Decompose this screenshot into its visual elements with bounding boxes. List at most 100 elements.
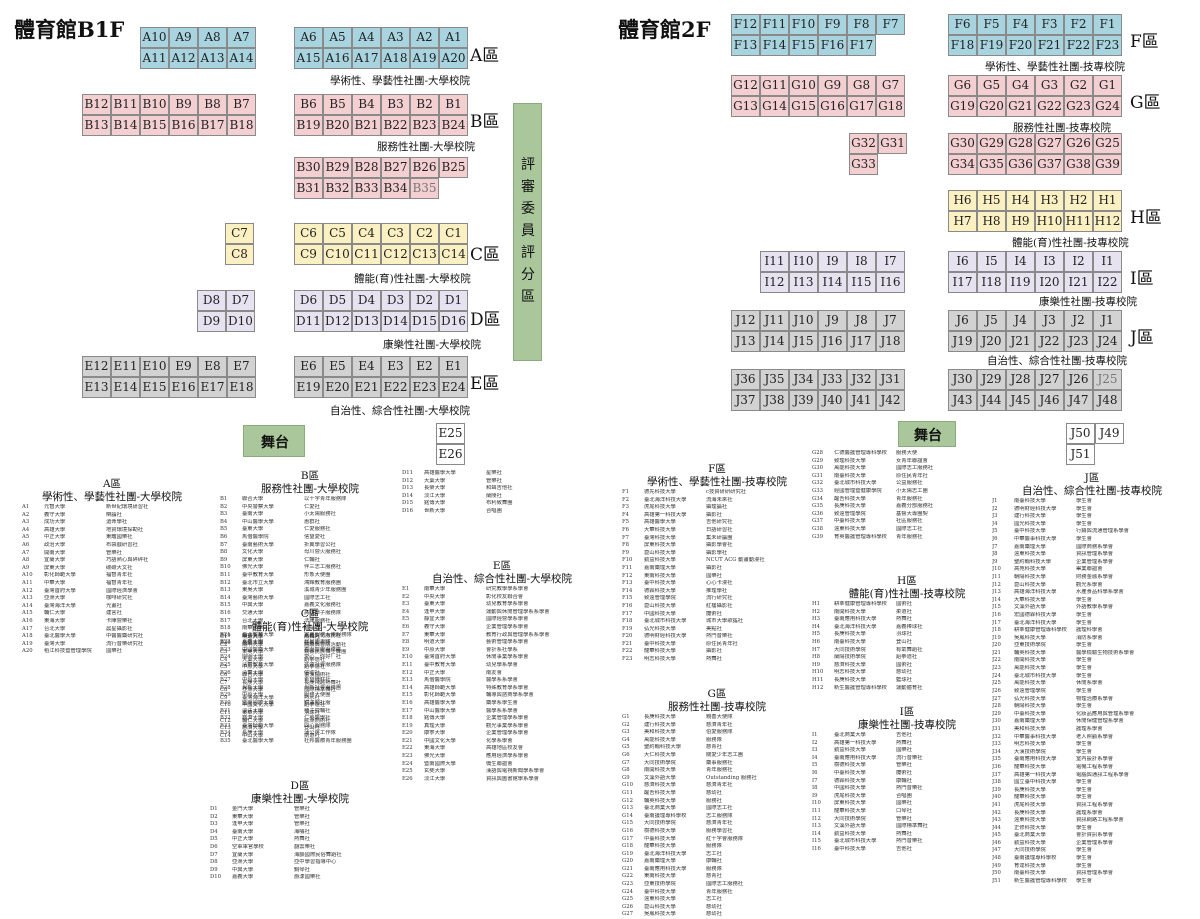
legend-club: 惠群社: [304, 518, 320, 525]
legend-club: 應用經濟學系學會: [486, 753, 529, 760]
legend-code: E22: [402, 745, 413, 752]
booth-a1: A1: [439, 27, 468, 48]
booth-e15: E15: [140, 377, 169, 398]
legend-code: E12: [402, 669, 413, 676]
legend-school: 臺灣海洋大學: [242, 694, 274, 701]
zone-category-b1f-0: 學術性、學藝性社團-大學校院: [330, 75, 471, 87]
legend-club: 青年服務社: [896, 533, 923, 540]
legend-code: B22: [220, 639, 231, 646]
legend-club: 國際志工社: [706, 805, 733, 812]
legend-code: E3: [402, 601, 410, 608]
legend-school: 南華大學: [242, 625, 264, 632]
booth-b30: B30: [294, 157, 323, 178]
legend-code: B7: [220, 541, 228, 548]
legend-code: I9: [812, 792, 818, 799]
legend-school: 南臺科技大學: [834, 638, 866, 645]
booth-e11: E11: [111, 356, 140, 377]
booth-c11: C11: [352, 244, 381, 265]
legend-school: 亞洲大學: [242, 687, 264, 694]
legend-club: 青年服務社: [896, 495, 923, 502]
booth-e26: E26: [436, 444, 465, 465]
legend-code: B20: [220, 640, 231, 647]
legend-code: A15: [22, 610, 33, 617]
booth-f19: F19: [977, 35, 1006, 56]
booth-g6: G6: [948, 75, 977, 96]
legend-code: G27: [622, 911, 633, 918]
zone-category-f2-3: 康樂性社團-技專校院: [1039, 296, 1138, 308]
legend-code: I5: [812, 762, 818, 769]
legend-code: E20: [402, 730, 413, 737]
stage-b1f: 舞台: [243, 425, 305, 457]
booth-h10: H10: [1035, 211, 1064, 232]
legend-club: 菩提社: [304, 625, 320, 632]
legend-club: 學生會: [1076, 786, 1092, 793]
legend-code: B15: [220, 602, 231, 609]
booth-f8: F8: [847, 14, 876, 35]
booth-a4: A4: [352, 27, 381, 48]
legend-school: 開南大學: [44, 549, 66, 556]
legend-school: 臺北海洋科技大學: [644, 850, 687, 857]
legend-code: B23: [220, 646, 231, 653]
legend-club: 羽球社: [896, 631, 912, 638]
legend-club: 伴三志工服務社: [304, 564, 342, 571]
legend-school: 宜蘭大學: [44, 557, 66, 564]
legend-subtitle: 康樂性社團-技專校院: [857, 719, 957, 731]
legend-code: C6: [220, 671, 228, 678]
legend-title: B區: [300, 470, 320, 482]
legend-club: 學生會: [1076, 642, 1092, 649]
legend-club: 熱舞社: [896, 739, 912, 746]
legend-club: 國術社: [896, 601, 912, 607]
legend-school: 輔英科技大學: [1014, 649, 1046, 656]
legend-code: B24: [220, 654, 231, 661]
booth-j6: J6: [948, 310, 977, 331]
legend-code: B18: [220, 625, 231, 632]
legend-title: A區: [102, 478, 122, 490]
legend-code: F12: [622, 572, 633, 579]
legend-code: J9: [992, 558, 998, 565]
legend-school: 高苑科技大學: [1014, 566, 1046, 573]
legend-code: G30: [812, 465, 823, 472]
legend-club: 爵漾國樂社: [294, 874, 321, 881]
legend-club: 小太陽志工團: [896, 487, 928, 494]
legend-club: 室內設計系學會: [1076, 756, 1114, 763]
judge-area-label: 評審委員評分區: [521, 157, 535, 305]
legend-code: B5: [220, 526, 228, 533]
booth-j10: J10: [789, 310, 818, 331]
judge-area: 評審委員評分區: [513, 103, 542, 361]
booth-i16: I16: [876, 272, 905, 293]
legend-school: 中臺科技大學: [834, 769, 866, 776]
legend-club: 鴻輝教育服務團: [304, 579, 342, 586]
zone-label-f2-2: H區: [1130, 208, 1162, 228]
legend-subtitle: 服務性社團-大學校院: [260, 483, 360, 495]
booth-g9: G9: [818, 75, 847, 96]
legend-school: 東華大學: [424, 631, 446, 638]
legend-school: 慈濟科技大學: [834, 661, 866, 668]
booth-h5: H5: [977, 190, 1006, 211]
legend-code: B10: [220, 564, 231, 571]
legend-code: E23: [402, 753, 413, 760]
booth-i3: I3: [1035, 251, 1064, 272]
booth-c12: C12: [381, 244, 410, 265]
legend-club: 學生會: [1076, 672, 1092, 679]
legend-code: E7: [402, 631, 410, 638]
legend-code: F17: [622, 610, 633, 617]
booth-e3: E3: [381, 356, 410, 377]
